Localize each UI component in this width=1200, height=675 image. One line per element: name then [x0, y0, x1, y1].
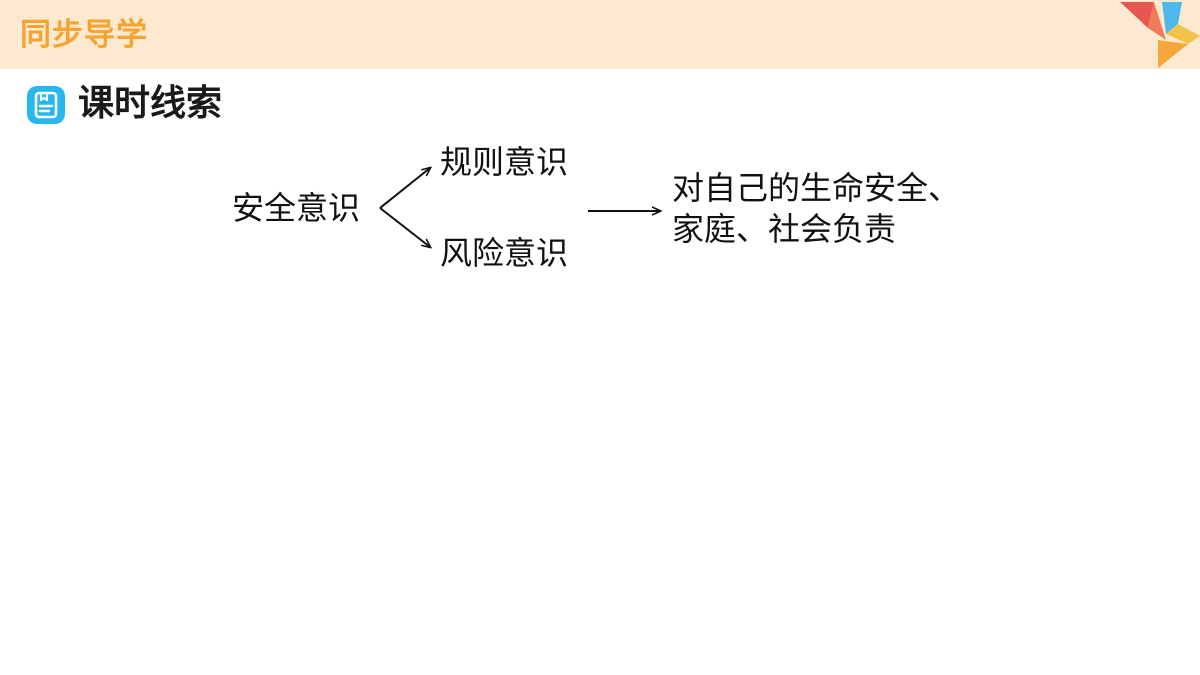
section-title: 课时线索: [78, 83, 223, 124]
origami-bird-icon: [1120, 2, 1200, 68]
lesson-clue-diagram: 安全意识 规则意识 风险意识 对自己的生命安全、 家庭、社会负责: [0, 130, 1200, 300]
result-node-line1: 对自己的生命安全、: [672, 169, 961, 207]
clipboard-icon: [27, 86, 65, 124]
branch-arrow-lower: [379, 207, 430, 247]
branch-arrow-upper: [379, 168, 430, 209]
branch-node-rules-awareness: 规则意识: [440, 143, 569, 181]
branch-node-risk-awareness: 风险意识: [440, 234, 569, 272]
root-node-safety-awareness: 安全意识: [232, 189, 361, 227]
top-banner: 同步导学: [0, 0, 1200, 69]
result-node-line2: 家庭、社会负责: [672, 210, 897, 248]
banner-title: 同步导学: [20, 17, 148, 53]
diagram-connectors: [379, 130, 1200, 300]
